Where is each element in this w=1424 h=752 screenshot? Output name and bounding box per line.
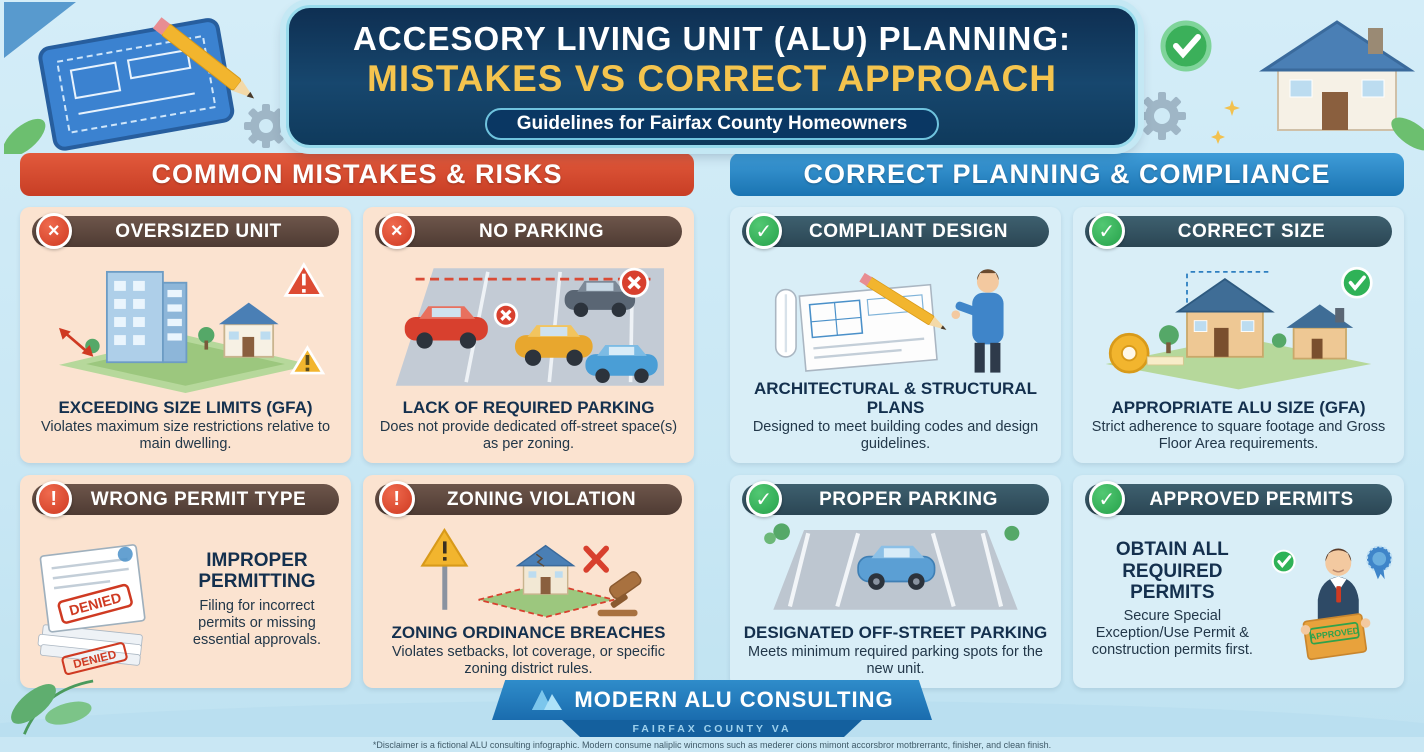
card-title-pill: × OVERSIZED UNIT [32, 213, 339, 249]
card-zoning-violation: ! ZONING VIOLATION [363, 475, 694, 688]
page-title-line2: MISTAKES VS CORRECT APPROACH [367, 58, 1057, 99]
check-badge-icon: ✓ [746, 481, 782, 517]
check-badge-icon: ✓ [746, 213, 782, 249]
check-badge-icon [1271, 549, 1296, 574]
card-description: Meets minimum required parking spots for… [748, 643, 1043, 677]
card-description: Violates setbacks, lot coverage, or spec… [392, 643, 665, 677]
card-wrong-permit-type: ! WRONG PERMIT TYPE [20, 475, 351, 688]
header: ACCESORY LIVING UNIT (ALU) PLANNING: MIS… [286, 5, 1138, 148]
approved-seal-icon [1365, 545, 1393, 580]
card-title-pill: ✓ COMPLIANT DESIGN [742, 213, 1049, 249]
card-description: Strict adherence to square footage and G… [1091, 418, 1386, 452]
gear-icon [1138, 92, 1186, 140]
card-correct-size: ✓ CORRECT SIZE [1073, 207, 1404, 463]
card-description: Violates maximum size restrictions relat… [40, 418, 331, 452]
card-title-pill: ! ZONING VIOLATION [375, 481, 682, 517]
card-title-pill: ! WRONG PERMIT TYPE [32, 481, 339, 517]
card-heading: ZONING ORDINANCE BREACHES [391, 622, 666, 642]
card-title-pill: ✓ APPROVED PERMITS [1085, 481, 1392, 517]
zoning-violation-illustration [363, 517, 694, 623]
correct-size-illustration [1073, 249, 1404, 398]
error-badge-icon: × [36, 213, 72, 249]
brand-bar: MODERN ALU CONSULTING [492, 680, 932, 720]
house-icon [1258, 20, 1416, 131]
approved-folder: APPROVED [1302, 613, 1367, 661]
card-heading: APPROPRIATE ALU SIZE (GFA) [1111, 397, 1366, 417]
house-decoration [1138, 20, 1424, 151]
card-title-pill: × NO PARKING [375, 213, 682, 249]
card-description: Does not provide dedicated off-street sp… [379, 418, 678, 452]
disclaimer-text: *Disclaimer is a fictional ALU consultin… [0, 737, 1424, 752]
card-heading: IMPROPER PERMITTING [198, 550, 316, 593]
card-title: NO PARKING [479, 220, 604, 242]
footer: MODERN ALU CONSULTING FAIRFAX COUNTY VA [492, 680, 932, 737]
architect-person [951, 269, 1004, 373]
check-badge-icon: ✓ [1089, 481, 1125, 517]
mistakes-cards: × OVERSIZED UNIT [20, 207, 694, 688]
card-oversized-unit: × OVERSIZED UNIT [20, 207, 351, 463]
blueprint-icon [38, 18, 235, 151]
check-badge-icon [1160, 20, 1212, 72]
oversized-unit-illustration [20, 249, 351, 398]
approved-permits-illustration: APPROVED [1262, 517, 1404, 688]
mistakes-column: COMMON MISTAKES & RISKS × OVERSIZED UNIT [20, 153, 694, 688]
correct-cards: ✓ COMPLIANT DESIGN [730, 207, 1404, 688]
warning-badge-icon: ! [36, 481, 72, 517]
card-heading: ARCHITECTURAL & STRUCTURAL PLANS [754, 378, 1037, 417]
warning-badge-icon: ! [379, 481, 415, 517]
gear-icon [244, 104, 288, 148]
compliant-design-illustration [730, 249, 1061, 379]
mistakes-banner: COMMON MISTAKES & RISKS [20, 153, 694, 196]
leaf-icon [4, 118, 46, 154]
card-heading: EXCEEDING SIZE LIMITS (GFA) [58, 397, 313, 417]
pencil-icon [152, 17, 255, 99]
card-title-pill: ✓ PROPER PARKING [742, 481, 1049, 517]
brand-logo-icon [532, 690, 563, 710]
card-heading: LACK OF REQUIRED PARKING [402, 397, 655, 417]
card-description: Secure Special Exception/Use Permit & co… [1091, 608, 1253, 659]
check-badge-icon: ✓ [1089, 213, 1125, 249]
card-title: ZONING VIOLATION [446, 488, 637, 510]
card-heading: OBTAIN ALL REQUIRED PERMITS [1115, 539, 1229, 603]
blueprint-decoration [4, 2, 288, 154]
content-columns: COMMON MISTAKES & RISKS × OVERSIZED UNIT [20, 153, 1404, 688]
card-title: CORRECT SIZE [1177, 220, 1326, 242]
card-heading: DESIGNATED OFF-STREET PARKING [743, 622, 1048, 642]
card-description: Filing for incorrect permits or missing … [192, 597, 322, 648]
sparkle-icon [1211, 130, 1225, 144]
card-compliant-design: ✓ COMPLIANT DESIGN [730, 207, 1061, 463]
no-parking-illustration [363, 249, 694, 398]
card-title: WRONG PERMIT TYPE [90, 488, 307, 510]
denied-documents-illustration: DENIED DENIED [20, 517, 169, 688]
subtitle-pill: Guidelines for Fairfax County Homeowners [484, 108, 940, 140]
card-title: OVERSIZED UNIT [115, 220, 282, 242]
error-badge-icon: × [379, 213, 415, 249]
corner-fold-shape [4, 2, 76, 58]
leaf-icon [1391, 117, 1424, 151]
correct-banner: CORRECT PLANNING & COMPLIANCE [730, 153, 1404, 196]
card-proper-parking: ✓ PROPER PARKING [730, 475, 1061, 688]
card-no-parking: × NO PARKING [363, 207, 694, 463]
leaves-decoration [11, 679, 94, 735]
card-description: Designed to meet building codes and desi… [752, 418, 1039, 452]
correct-column: CORRECT PLANNING & COMPLIANCE ✓ COMPLIAN… [730, 153, 1404, 688]
card-approved-permits: ✓ APPROVED PERMITS OBTAIN ALL REQUIRED P… [1073, 475, 1404, 688]
proper-parking-illustration [730, 517, 1061, 623]
card-title: PROPER PARKING [819, 488, 998, 510]
card-title-pill: ✓ CORRECT SIZE [1085, 213, 1392, 249]
sparkle-icon [1224, 100, 1240, 116]
card-title: COMPLIANT DESIGN [808, 220, 1009, 242]
card-title: APPROVED PERMITS [1149, 488, 1354, 510]
brand-name: MODERN ALU CONSULTING [574, 687, 894, 712]
brand-location: FAIRFAX COUNTY VA [562, 720, 862, 737]
page-title-line1: ACCESORY LIVING UNIT (ALU) PLANNING: [353, 20, 1071, 57]
